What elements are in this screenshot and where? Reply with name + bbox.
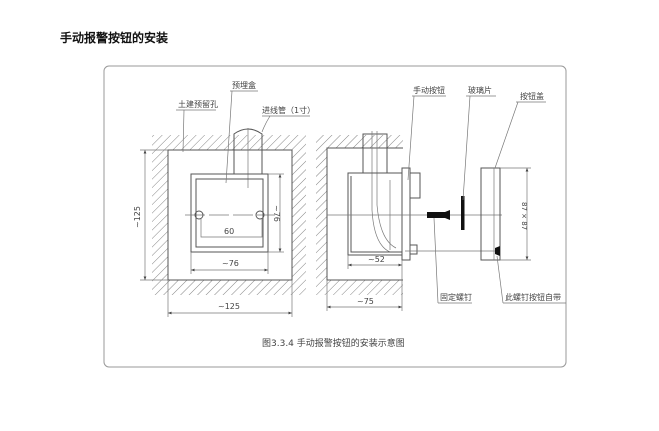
cover-screw [495,246,500,256]
label-button-cover: 按钮盖 [520,91,544,101]
label-reserved-hole: 土建预留孔 [178,99,218,109]
label-conduit: 进线管（1寸） [262,105,315,115]
figure-caption: 图3.3.4 手动报警按钮的安装示意图 [262,337,405,349]
dim-box-height: ~76 [272,205,281,222]
dim-box-depth: ~52 [368,255,385,264]
label-manual-button: 手动按钮 [413,85,445,95]
dim-hole-depth: ~75 [357,297,374,306]
button-block [409,172,421,199]
dim-cover-size: 87 × 87 [520,202,528,230]
manual-button-plate [401,167,411,261]
reserved-hole [167,149,293,281]
label-embedded-box: 预埋盒 [232,80,256,90]
wall-hatching [152,135,306,295]
glass-pane [461,196,465,230]
mount-hole [194,210,204,220]
embedded-box [347,172,403,256]
dim-hole-width: ~125 [218,302,240,311]
mount-hole [255,210,265,220]
embedded-box [190,173,269,253]
conduit-pipe [362,133,388,173]
label-fixing-screw: 固定螺钉 [440,292,472,302]
label-screw-note: 此螺钉按钮自带 [505,292,561,302]
dim-hole-spacing: 60 [224,227,234,236]
label-glass: 玻璃片 [468,85,492,95]
section-title: 手动报警按钮的安装 [60,31,169,45]
figure-frame [103,65,567,368]
wall-hatching [316,135,403,295]
fixing-screw [427,210,450,220]
dim-box-width: ~76 [222,259,239,268]
side-view: 87 × 87 ~52 ~75 手动按钮 玻璃片 按钮盖 固定螺钉 此螺钉按钮自… [316,85,566,311]
front-view: 60 ~76 ~76 ~125 ~125 土建预留孔 预埋盒 进线管（1寸） [133,80,315,317]
button-cover [480,167,501,261]
dim-hole-height: ~125 [133,206,142,228]
